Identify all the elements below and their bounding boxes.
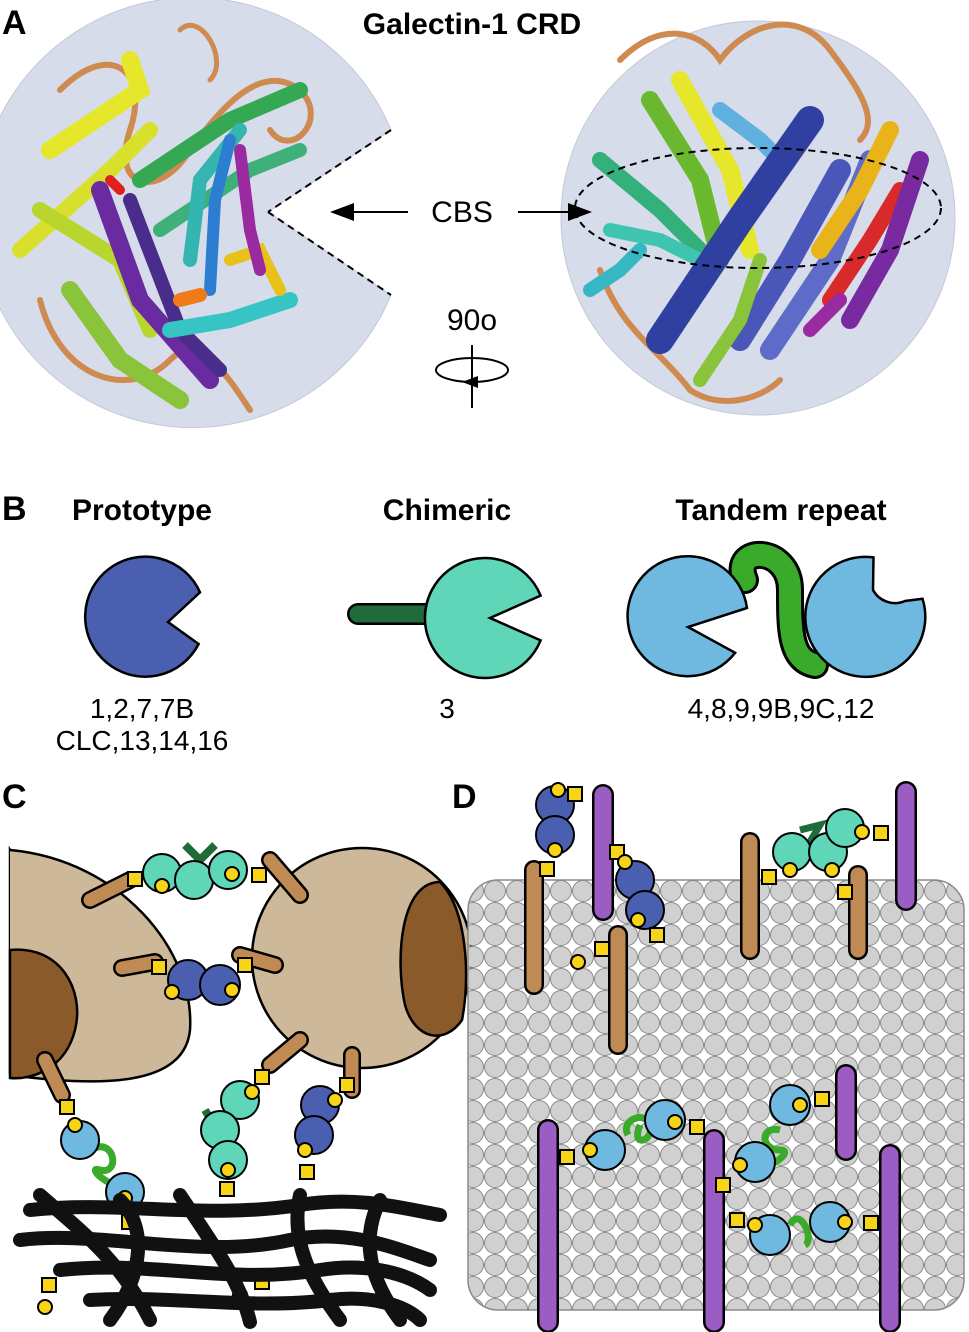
cell-left-nucleus [8, 948, 79, 1080]
cell-left [8, 845, 192, 1083]
cbs-arrow-left [330, 203, 408, 221]
cell-right [250, 846, 474, 1070]
prototype-galectin-shape [83, 555, 202, 678]
cbs-arrow-right [518, 203, 592, 221]
panel-label-b: B [2, 490, 27, 528]
chimeric-members: 3 [439, 693, 455, 724]
chimeric-title: Chimeric [383, 494, 511, 527]
prototype-members-line2: CLC,13,14,16 [56, 725, 229, 756]
glycans-d [539, 782, 889, 1233]
panel-b: B Prototype Chimeric Tandem repeat 1,2,7… [2, 490, 927, 756]
prototype-members-line1: 1,2,7,7B [90, 693, 194, 724]
extracellular-matrix-fibers [13, 1188, 447, 1329]
glycans-c [37, 866, 355, 1315]
panel-a: A Galectin-1 CRD [0, 0, 956, 428]
chimeric-galectin-shape [347, 556, 543, 680]
tandem-repeat-title: Tandem repeat [675, 494, 886, 527]
rotation-icon [435, 345, 509, 408]
tandem-repeat-galectin-shape [626, 541, 927, 679]
receptors-purple-d [537, 781, 917, 1332]
rotation-label: 90o [447, 304, 497, 337]
panel-c: C [2, 778, 474, 1329]
cell-right-nucleus [399, 880, 468, 1037]
panel-d: D [452, 778, 965, 1332]
cbs-label: CBS [431, 196, 493, 229]
receptors-brown-d [524, 832, 868, 1055]
chimeric-galectins-d [772, 808, 865, 872]
tandem-galectins-d [584, 1084, 851, 1256]
prototype-title: Prototype [72, 494, 212, 527]
cbs-groove-outline [574, 147, 942, 269]
crd-ribbon-front-view [12, 22, 314, 413]
cbs-notch-upper-edge [267, 129, 392, 213]
crd-ribbon-rotated-view [583, 21, 929, 404]
panel-a-title: Galectin-1 CRD [363, 8, 581, 41]
panel-label-a: A [2, 4, 27, 42]
panel-label-c: C [2, 778, 27, 816]
cbs-notch-lower-edge [267, 211, 392, 296]
panel-label-d: D [452, 778, 477, 816]
tandem-repeat-members: 4,8,9,9B,9C,12 [688, 693, 875, 724]
prototype-galectins-dimer [167, 959, 241, 1006]
